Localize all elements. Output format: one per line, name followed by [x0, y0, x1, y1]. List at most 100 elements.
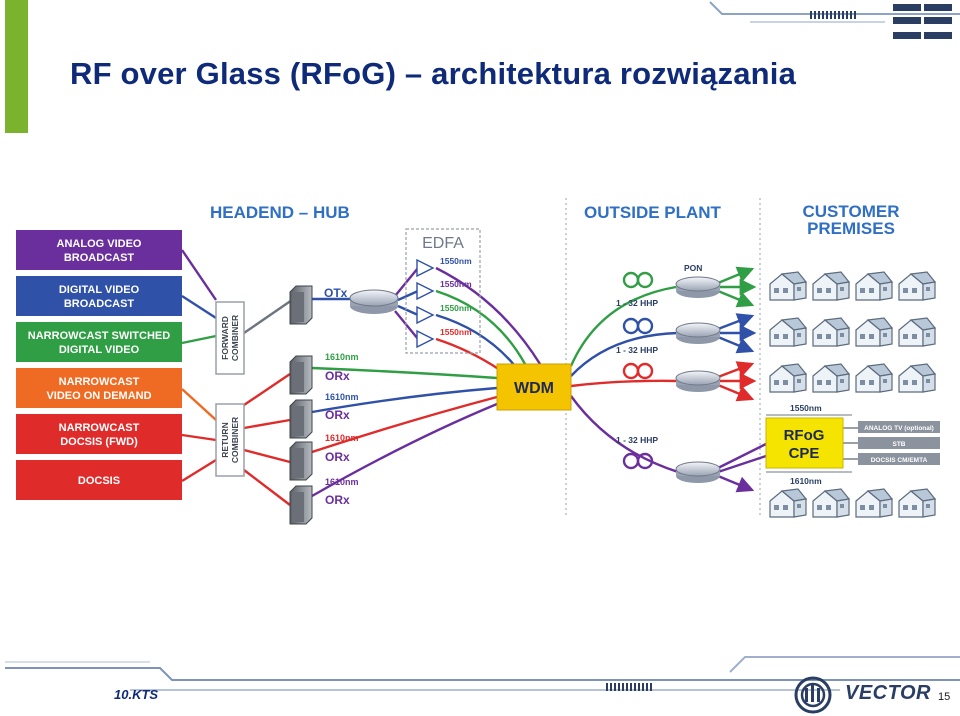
edfa-amp-wavelength: 1550nm [440, 327, 472, 337]
orx-unit: 1610nm ORx [289, 392, 359, 439]
service-label: BROADCAST [64, 252, 135, 264]
house-icon [898, 271, 936, 301]
house-icon [855, 317, 893, 347]
outside-splitters: PON 1 - 32 HHP 1 - 32 HHP 1 - 32 HHP [616, 263, 721, 483]
edfa-amp: 1550nm [416, 327, 472, 349]
service-label: DOCSIS [78, 475, 120, 487]
service-label: VIDEO ON DEMAND [46, 390, 151, 402]
customer-heading-line1: CUSTOMER [803, 202, 900, 221]
header-decoration [709, 1, 960, 39]
service-label: BROADCAST [64, 298, 135, 310]
pon-splitter [675, 276, 721, 298]
house-icon [769, 317, 807, 347]
cpe-output-label: DOCSIS CM/EMTA [871, 457, 928, 464]
hhp-label: 1 - 32 HHP [616, 435, 658, 445]
service-list: ANALOG VIDEO BROADCAST DIGITAL VIDEO BROADC… [16, 230, 182, 500]
forward-combiner: FORWARD COMBINER [215, 301, 245, 375]
forward-combiner-label-1: FORWARD [220, 316, 230, 360]
rfog-cpe: 1550nm 1610nm RFoG CPE ANALOG TV (option… [765, 403, 940, 486]
outside-splitter [675, 322, 721, 344]
otx-label: OTx [324, 286, 348, 300]
edfa-label: EDFA [422, 235, 464, 252]
house-icon [812, 363, 850, 393]
slide-title: RF over Glass (RFoG) – architektura rozw… [70, 56, 797, 91]
headend-heading: HEADEND – HUB [210, 203, 350, 222]
service-label: NARROWCAST SWITCHED [28, 330, 170, 342]
forward-combiner-label-2: COMBINER [230, 315, 240, 361]
return-combiner-label-1: RETURN [220, 422, 230, 457]
hhp-label: 1 - 32 HHP [616, 298, 658, 308]
cpe-output-label: STB [893, 441, 906, 448]
house-icon [898, 317, 936, 347]
fiber-coil-blue [622, 317, 654, 335]
outside-plant-heading: OUTSIDE PLANT [584, 203, 722, 222]
cpe-label-line1: RFoG [784, 427, 825, 444]
cpe-bottom-wavelength: 1610nm [790, 476, 822, 486]
fiber-coil-purple [622, 452, 654, 470]
edfa-amp-wavelength: 1550nm [440, 279, 472, 289]
service-label: ANALOG VIDEO [57, 238, 142, 250]
footer-decoration [5, 656, 960, 691]
orx-label: ORx [325, 408, 350, 422]
house-icon [769, 271, 807, 301]
edfa-amplifier-block: EDFA 1550nm 1550nm 1550nm 1550nm [405, 228, 481, 354]
service-box: DOCSIS [16, 460, 182, 500]
orx-wavelength: 1610nm [325, 392, 359, 402]
accent-bar [5, 0, 28, 133]
service-label: DIGITAL VIDEO [59, 284, 140, 296]
cpe-output-docsis: DOCSIS CM/EMTA [858, 453, 940, 465]
otx-transmitter: OTx [289, 285, 348, 325]
service-label: NARROWCAST [59, 376, 140, 388]
return-combiner: RETURN COMBINER [215, 403, 245, 477]
footer-id: 10.KTS [114, 687, 159, 702]
edfa-amp: 1550nm [416, 256, 472, 278]
house-icon [769, 488, 807, 518]
orx-wavelength: 1610nm [325, 352, 359, 362]
orx-unit: 1610nm ORx [289, 352, 359, 395]
orx-label: ORx [325, 493, 350, 507]
cpe-output-analog-tv: ANALOG TV (optional) [858, 421, 940, 433]
house-icon [855, 488, 893, 518]
house-icon [812, 317, 850, 347]
orx-receivers: 1610nm ORx 1610nm ORx 1610nm ORx 1610nm … [289, 352, 359, 525]
service-box: ANALOG VIDEO BROADCAST [16, 230, 182, 270]
orx-label: ORx [325, 450, 350, 464]
orx-unit: 1610nm ORx [289, 477, 359, 525]
edfa-amp-wavelength: 1550nm [440, 303, 472, 313]
cpe-output-label: ANALOG TV (optional) [864, 425, 934, 432]
pon-label: PON [684, 263, 702, 273]
page-number: 15 [938, 691, 951, 703]
service-box: NARROWCAST SWITCHED DIGITAL VIDEO [16, 322, 182, 362]
outside-splitter [675, 370, 721, 392]
orx-unit: 1610nm ORx [289, 433, 359, 481]
house-icon [898, 488, 936, 518]
fiber-coils [622, 271, 654, 470]
return-combiner-label-2: COMBINER [230, 417, 240, 463]
house-icon [855, 271, 893, 301]
section-headings: HEADEND – HUB OUTSIDE PLANT CUSTOMER PRE… [210, 202, 899, 238]
edfa-amp-wavelength: 1550nm [440, 256, 472, 266]
wdm-multiplexer: WDM [496, 363, 572, 411]
cpe-output-stb: STB [858, 437, 940, 449]
brand-name: VECTOR [845, 682, 931, 704]
house-icon [769, 363, 807, 393]
fiber-coil-green [622, 271, 654, 289]
orx-wavelength: 1610nm [325, 433, 359, 443]
edfa-amp: 1550nm [416, 279, 472, 301]
vector-logo-icon [794, 676, 832, 714]
hhp-label: 1 - 32 HHP [616, 345, 658, 355]
service-box: NARROWCAST VIDEO ON DEMAND [16, 368, 182, 408]
house-icon [898, 363, 936, 393]
service-label: DIGITAL VIDEO [59, 344, 140, 356]
house-icon [812, 488, 850, 518]
customer-heading-line2: PREMISES [807, 219, 895, 238]
cpe-top-wavelength: 1550nm [790, 403, 822, 413]
fiber-coil-red [622, 362, 654, 380]
service-label: DOCSIS (FWD) [60, 436, 138, 448]
headend-splitter [349, 289, 399, 314]
orx-label: ORx [325, 369, 350, 383]
fiber-and-rf-links [181, 249, 858, 506]
house-icon [812, 271, 850, 301]
